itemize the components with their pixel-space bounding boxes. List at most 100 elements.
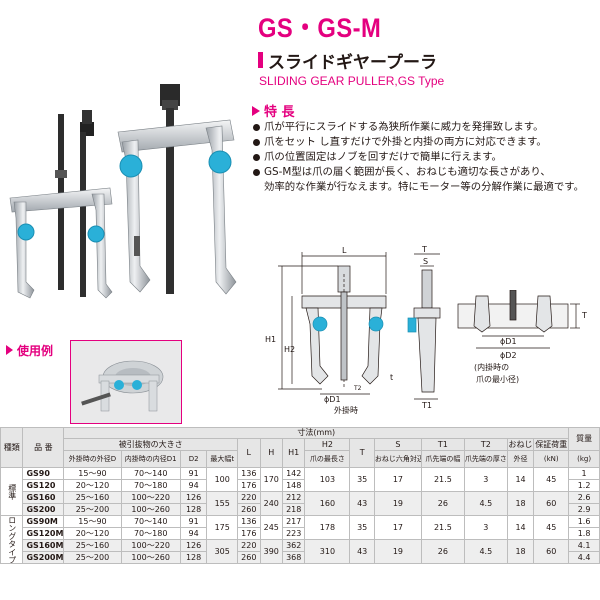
- col-thread-sub: 外径: [506, 450, 535, 468]
- col-L: L: [237, 438, 261, 468]
- T-cell: 35: [349, 515, 375, 540]
- col-T: T: [349, 438, 375, 468]
- spec-table: 種類 品 番 寸法(mm) 質量 被引抜物の大きさ L H H1 H2 T S …: [0, 427, 600, 564]
- model-cell: GS200M: [22, 551, 65, 564]
- H2-cell: 160: [304, 491, 351, 516]
- outer-cell: 15〜90: [63, 515, 122, 528]
- T2-cell: 4.5: [463, 539, 508, 564]
- T-cell: 43: [349, 539, 375, 564]
- outer-cell: 15〜90: [63, 467, 122, 480]
- col-type: 種類: [0, 427, 24, 468]
- thread-cell: 18: [506, 539, 535, 564]
- table-row: ロングタイプ GS90M 15〜90 70〜140 91 175 136 245…: [0, 515, 600, 564]
- col-T2-sub: 爪先端の厚さ: [463, 450, 508, 468]
- L-cell: 176: [237, 479, 261, 492]
- T2-cell: 3: [463, 467, 508, 492]
- small-puller: [9, 110, 113, 299]
- L-cell: 176: [237, 527, 261, 540]
- model-cell: GS120M: [22, 527, 65, 540]
- feature-item: 爪をセット し直すだけで外掛と内掛の両方に対応できます。: [252, 135, 600, 150]
- L-cell: 260: [237, 551, 261, 564]
- inner-cell: 70〜180: [120, 479, 181, 492]
- inner-cell: 70〜180: [120, 527, 181, 540]
- T2-cell: 3: [463, 515, 508, 540]
- maxw-cell: 155: [206, 491, 239, 516]
- H1-cell: 223: [281, 527, 306, 540]
- dimension-diagram-inner: T ϕD1 ϕD2 (内掛時の 爪の最小径): [457, 290, 587, 384]
- mass-cell: 1.6: [568, 515, 600, 528]
- col-T2: T2: [463, 438, 508, 451]
- product-name-en: SLIDING GEAR PULLER,GS Type: [259, 74, 445, 88]
- label-inner-note-2: 爪の最小径): [476, 374, 519, 384]
- features-list: 爪が平行にスライドする為狭所作業に威力を発揮致します。 爪をセット し直すだけで…: [252, 120, 600, 195]
- inner-cell: 100〜220: [120, 491, 181, 504]
- model-cell: GS90M: [22, 515, 65, 528]
- col-d2: D2: [179, 450, 208, 468]
- table-row: GS120 20〜120 70〜180 94 176 148 1.2: [1, 479, 600, 492]
- model-cell: GS90: [22, 467, 65, 480]
- dimension-diagram-front: L H1 H2 ϕD1 T2 外掛時 t T S T1: [265, 245, 441, 415]
- H2-cell: 178: [304, 515, 351, 540]
- model-cell: GS200: [22, 503, 65, 516]
- T-cell: 35: [349, 467, 375, 492]
- load-cell: 45: [533, 467, 570, 492]
- table-row: GS200M 25〜200 100〜260 128 260 368 4.4: [1, 551, 600, 564]
- label-inner-note-1: (内掛時の: [474, 362, 509, 372]
- feature-item: 爪が平行にスライドする為狭所作業に威力を発揮致します。: [252, 120, 600, 135]
- outer-cell: 25〜160: [63, 491, 122, 504]
- col-mass-unit: (kg): [568, 450, 600, 468]
- label-H1: H1: [265, 335, 276, 344]
- col-S: S: [373, 438, 422, 451]
- d2-cell: 126: [179, 491, 208, 504]
- T2-cell: 4.5: [463, 491, 508, 516]
- mass-cell: 2.9: [568, 503, 600, 516]
- d2-cell: 91: [179, 467, 208, 480]
- mass-cell: 4.1: [568, 539, 600, 552]
- col-T1: T1: [420, 438, 465, 451]
- col-outer: 外掛時の外径D: [63, 450, 122, 468]
- S-cell: 19: [373, 491, 422, 516]
- H-cell: 245: [259, 515, 283, 540]
- col-model: 品 番: [22, 427, 65, 468]
- inner-cell: 100〜220: [120, 539, 181, 552]
- table-row: GS200 25〜200 100〜260 128 260 218 2.9: [1, 503, 600, 516]
- model-cell: GS160M: [22, 539, 65, 552]
- product-photo: [9, 84, 237, 299]
- col-H1: H1: [281, 438, 306, 468]
- L-cell: 136: [237, 467, 261, 480]
- category-long: ロングタイプ: [0, 515, 24, 564]
- mass-cell: 2.6: [568, 491, 600, 504]
- inner-cell: 70〜140: [120, 467, 181, 480]
- d2-cell: 126: [179, 539, 208, 552]
- product-title: GS・GS-M: [258, 13, 382, 43]
- inner-cell: 100〜260: [120, 551, 181, 564]
- outer-cell: 25〜200: [63, 551, 122, 564]
- H1-cell: 368: [281, 551, 306, 564]
- large-puller: [117, 84, 237, 295]
- triangle-icon: [6, 345, 13, 355]
- thread-cell: 14: [506, 467, 535, 492]
- table-row: GS160 25〜160 100〜220 126 155 220 240 212…: [1, 491, 600, 516]
- thread-cell: 14: [506, 515, 535, 540]
- label-H2: H2: [284, 345, 295, 354]
- maxw-cell: 100: [206, 467, 239, 492]
- feature-item-continuation: 効率的な作業が行なえます。特にモーター等の分解作業に最適です。: [264, 181, 585, 193]
- H1-cell: 217: [281, 515, 306, 528]
- col-H2-sub: 爪の最長さ: [304, 450, 351, 468]
- product-name-jp: スライドギヤープーラ: [268, 53, 437, 73]
- features-heading-text: 特 長: [264, 105, 295, 120]
- T1-cell: 21.5: [420, 515, 465, 540]
- usage-heading: 使用例: [6, 342, 53, 359]
- S-cell: 17: [373, 467, 422, 492]
- H1-cell: 212: [281, 491, 306, 504]
- d2-cell: 91: [179, 515, 208, 528]
- label-D: ϕD1: [324, 395, 341, 404]
- col-thread: おねじ: [506, 438, 535, 451]
- label-t: t: [390, 373, 393, 382]
- d2-cell: 128: [179, 503, 208, 516]
- T1-cell: 26: [420, 539, 465, 564]
- H2-cell: 310: [304, 539, 351, 564]
- inner-cell: 100〜260: [120, 503, 181, 516]
- spec-table-wrapper: 種類 品 番 寸法(mm) 質量 被引抜物の大きさ L H H1 H2 T S …: [0, 427, 600, 564]
- label-L: L: [342, 246, 347, 255]
